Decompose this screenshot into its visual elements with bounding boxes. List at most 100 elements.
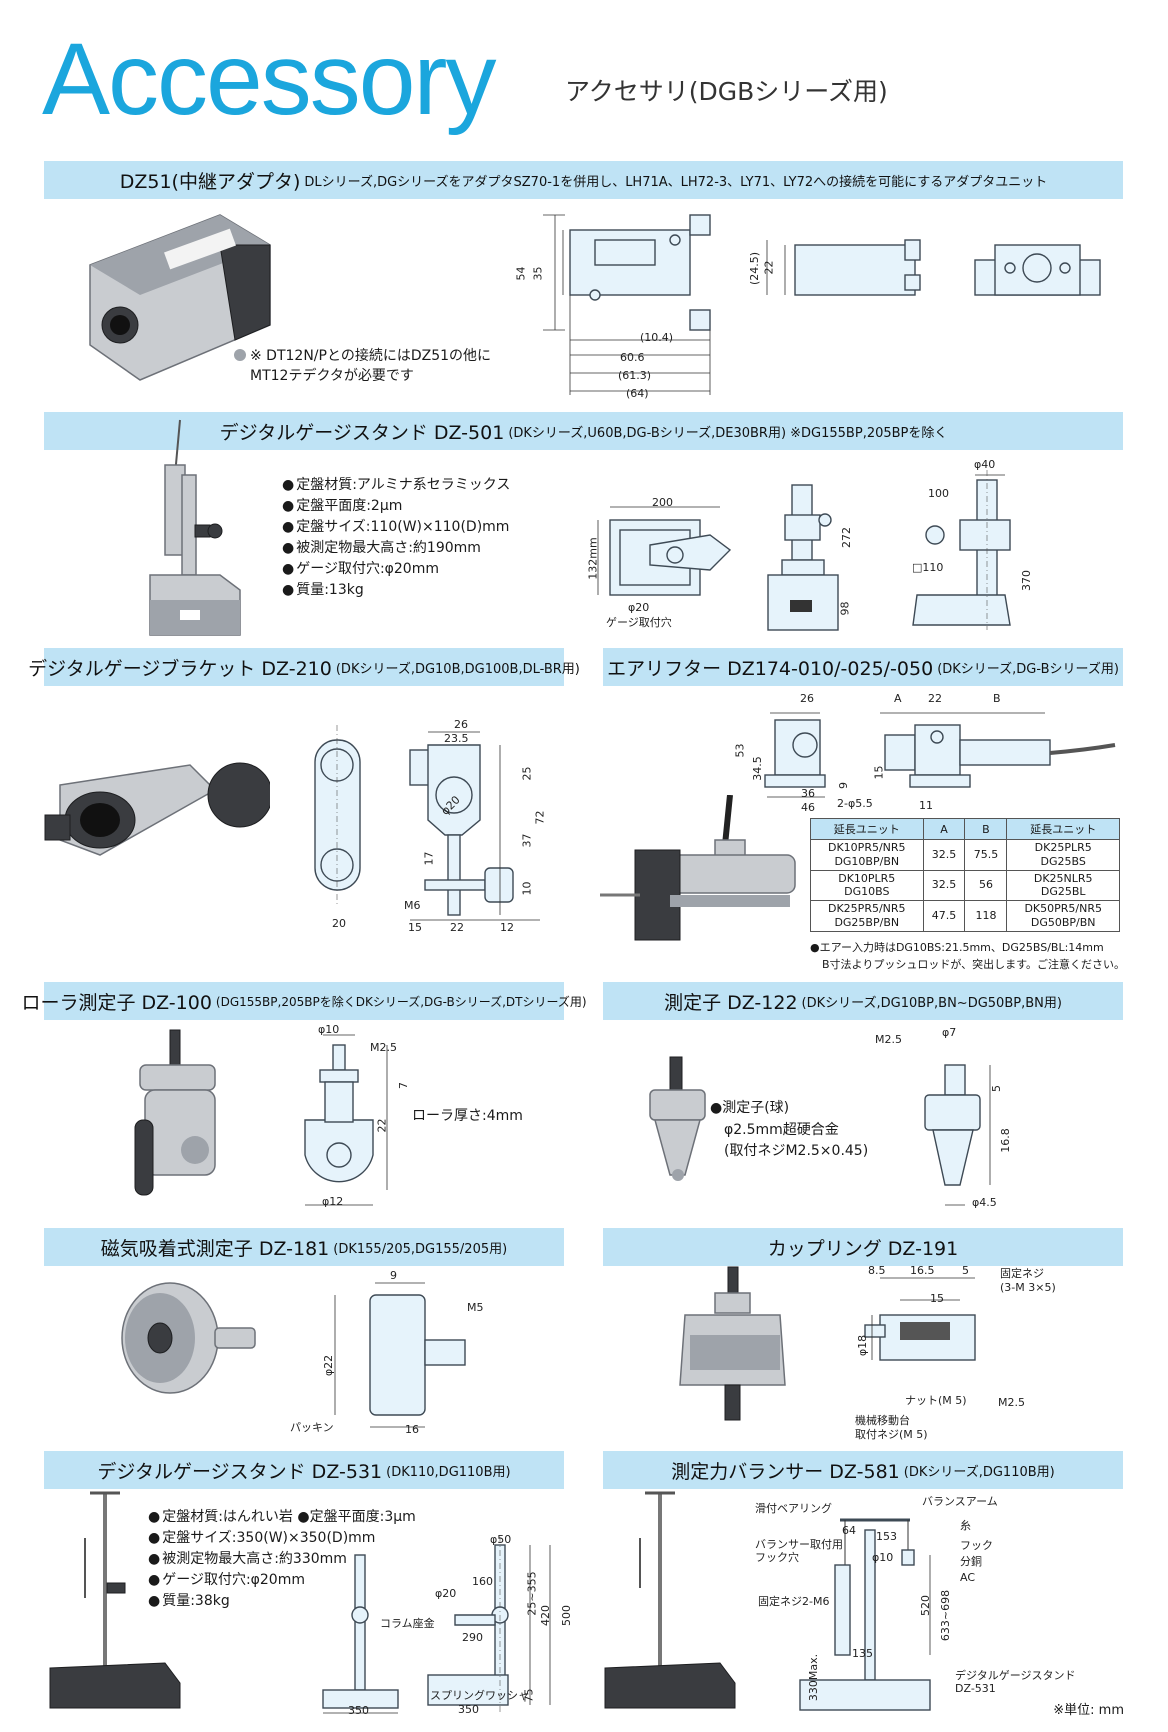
- dz174-dim-11: 11: [919, 799, 933, 812]
- section-bar-dz581: 測定力バランサー DZ-581 (DKシリーズ,DG110B用): [603, 1451, 1123, 1489]
- dz581-thread-label: 糸: [960, 1519, 971, 1532]
- dz174-note: (DKシリーズ,DG-Bシリーズ用): [937, 661, 1119, 677]
- dz501-dim-272: 272: [840, 527, 853, 548]
- dz501-spec: ゲージ取付穴:φ20mm: [282, 559, 510, 580]
- dz501-dim-110: □110: [912, 561, 944, 574]
- dz174-note-line1: ●エアー入力時はDG10BS:21.5mm、DG25BS/BL:14mm: [810, 941, 1104, 954]
- dz501-front-drawing: [767, 484, 839, 631]
- dz122-dim-m25: M2.5: [875, 1033, 902, 1046]
- dz581-note: (DKシリーズ,DG110B用): [903, 1464, 1055, 1480]
- dz581-drawing: [799, 1518, 931, 1711]
- dz174-table-header: 延長ユニット: [810, 818, 924, 840]
- dz100-drawing: [304, 1034, 388, 1206]
- table-cell: 32.5: [922, 839, 966, 871]
- dz122-spec-line2: φ2.5mm超硬合金: [724, 1121, 839, 1138]
- page-subtitle: アクセサリ(DGBシリーズ用): [565, 77, 888, 106]
- dz122-spec-line1: ●測定子(球): [710, 1100, 790, 1116]
- dz210-dim-15: 15: [408, 921, 422, 934]
- dz501-spec: 定盤平面度:2μm: [282, 496, 510, 517]
- dz191-dim-5: 5: [962, 1264, 969, 1277]
- dz174-title: エアリフター DZ174-010/-025/-050: [607, 657, 934, 680]
- dz174-dim-22: 22: [928, 692, 942, 705]
- table-cell: DG10BP/BN: [834, 854, 900, 868]
- dz531-photo: [49, 1491, 181, 1709]
- dz531-dim-75: 75: [522, 1688, 536, 1703]
- dz581-stand-label1: デジタルゲージスタンド: [955, 1669, 1076, 1682]
- dz531-spec: ゲージ取付穴:φ20mm: [148, 1570, 416, 1591]
- dz122-note: (DKシリーズ,DG10BP,BN~DG50BP,BN用): [801, 995, 1062, 1011]
- dz122-spec-line3: (取付ネジM2.5×0.45): [724, 1143, 869, 1160]
- table-cell: 75.5: [964, 839, 1008, 871]
- dz100-dim-22: 22: [375, 1118, 389, 1133]
- dz100-title: ローラ測定子 DZ-100: [21, 991, 212, 1014]
- dz501-spec-list: 定盤材質:アルミナ系セラミックス 定盤平面度:2μm 定盤サイズ:110(W)×…: [282, 475, 510, 601]
- dz531-dim-350b: 350: [458, 1703, 479, 1716]
- dz210-dim-m6: M6: [404, 899, 421, 912]
- dz501-dim-phi40: φ40: [974, 458, 996, 471]
- dz191-dim-8-5: 8.5: [868, 1264, 886, 1277]
- dz531-spec: 被測定物最大高さ:約330mm: [148, 1549, 416, 1570]
- dz501-spec: 定盤材質:アルミナ系セラミックス: [282, 475, 510, 496]
- dz501-hole-label: ゲージ取付穴: [606, 616, 672, 629]
- dz174-dim-15: 15: [872, 765, 886, 780]
- dz100-note: (DG155BP,205BPを除くDKシリーズ,DG-Bシリーズ,DTシリーズ用…: [215, 994, 587, 1009]
- dz501-dim-370: 370: [1020, 570, 1033, 591]
- dz100-dim-phi12: φ12: [322, 1195, 344, 1208]
- dz174-dim-a: A: [894, 692, 902, 705]
- dz51-photo: [89, 214, 271, 381]
- dz100-roller-note: ローラ厚さ:4mm: [412, 1108, 523, 1124]
- dz531-title: デジタルゲージスタンド DZ-531: [97, 1460, 383, 1483]
- dz501-dim-200: 200: [652, 496, 673, 509]
- dz210-dim-23-5: 23.5: [444, 732, 469, 745]
- dz191-nut-label: ナット(M 5): [905, 1394, 967, 1407]
- table-cell: DK50PR5/NR5: [1024, 902, 1102, 915]
- dz100-dim-7: 7: [397, 1082, 410, 1089]
- dz501-dim-98: 98: [838, 601, 852, 616]
- dz191-drawing: [864, 1277, 976, 1361]
- dz531-column-label: コラム座金: [380, 1617, 435, 1630]
- dz51-end-drawing: [974, 244, 1101, 296]
- dz531-dim-420: 420: [539, 1605, 552, 1626]
- dz174-table-header: A: [922, 818, 966, 840]
- dz581-dim-64: 64: [842, 1524, 856, 1537]
- dz100-dim-phi10: φ10: [318, 1023, 340, 1036]
- dz51-dim-35: 35: [531, 266, 545, 281]
- dz581-dim-153: 153: [876, 1530, 897, 1543]
- table-cell: DG10BS: [844, 885, 890, 899]
- dz191-stage-label1: 機械移動台: [855, 1414, 910, 1427]
- dz581-dim-330: 330Max.: [807, 1653, 821, 1702]
- section-bar-dz531: デジタルゲージスタンド DZ-531 (DK110,DG110B用): [44, 1451, 564, 1489]
- dz122-dim-phi4-5: φ4.5: [972, 1196, 997, 1209]
- dz531-spec-list: 定盤材質:はんれい岩 ●定盤平面度:3μm 定盤サイズ:350(W)×350(D…: [148, 1507, 416, 1612]
- dz174-hole-label: 2-φ5.5: [837, 797, 873, 810]
- dz51-dim-10-4: (10.4): [640, 331, 674, 344]
- dz531-dim-160: 160: [472, 1575, 493, 1588]
- dz501-title: デジタルゲージスタンド DZ-501: [219, 421, 505, 444]
- table-cell: 56: [964, 869, 1008, 901]
- dz581-dim-135: 135: [852, 1647, 873, 1660]
- dz51-title: DZ51(中継アダプタ): [119, 170, 301, 193]
- dz51-note: DLシリーズ,DGシリーズをアダプタSZ70-1を併用し、LH71A、LH72-…: [304, 174, 1048, 190]
- table-cell: 47.5: [922, 900, 966, 932]
- dz210-dim-22: 22: [450, 921, 464, 934]
- dz501-note: (DKシリーズ,U60B,DG-Bシリーズ,DE30BR用) ※DG155BP,…: [508, 425, 948, 441]
- dz501-photo: [149, 419, 241, 636]
- dz174-note-text: ●エアー入力時はDG10BS:21.5mm、DG25BS/BL:14mm B寸法…: [810, 940, 1125, 973]
- dz581-mount-label1: バランサー取付用: [755, 1538, 843, 1551]
- dz210-photo: [44, 762, 270, 856]
- dz531-dim-25-355: 25~355: [525, 1571, 539, 1616]
- dz191-stage-label2: 取付ネジ(M 5): [855, 1428, 928, 1441]
- dz191-screw-label2: (3-M 3×5): [1000, 1281, 1056, 1294]
- dz181-dim-phi22: φ22: [322, 1354, 336, 1377]
- dz531-dim-500: 500: [560, 1605, 573, 1626]
- dz531-note: (DK110,DG110B用): [386, 1464, 511, 1480]
- dz174-dim-53: 53: [733, 743, 747, 758]
- dz210-side-drawing: [314, 725, 361, 905]
- dz51-dim-64: (64): [626, 387, 649, 400]
- dz174-note-line2: B寸法よりプッシュロッドが、突出します。ご注意ください。: [822, 957, 1126, 971]
- table-cell: 32.5: [922, 869, 966, 901]
- dz191-dim-phi18: φ18: [856, 1334, 870, 1357]
- table-cell: DK25PR5/NR5: [828, 902, 906, 915]
